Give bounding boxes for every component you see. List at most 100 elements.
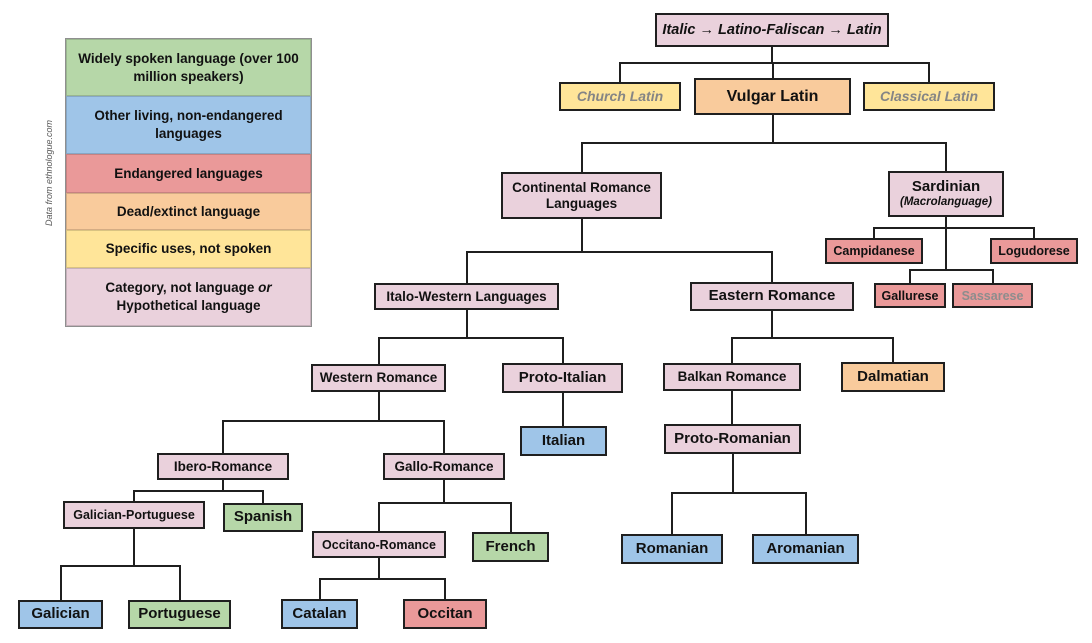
connector-line	[731, 338, 733, 363]
legend-item-widely-spoken: Widely spoken language (over 100 million…	[66, 39, 311, 96]
node-label: Dalmatian	[857, 367, 929, 385]
node-label: Occitan	[417, 604, 473, 622]
node-sardinian: Sardinian(Macrolanguage)	[888, 171, 1004, 217]
legend-label-part: Hypothetical language	[116, 298, 261, 313]
connector-line	[771, 47, 773, 63]
connector-line	[443, 421, 445, 453]
connector-line	[60, 566, 62, 600]
node-church-latin: Church Latin	[559, 82, 681, 111]
node-french: French	[472, 532, 549, 562]
connector-line	[772, 115, 774, 143]
node-spanish: Spanish	[223, 503, 303, 532]
connector-line	[1033, 228, 1035, 238]
legend-item-category-hypothetical: Category, not language or Hypothetical l…	[66, 268, 311, 326]
node-gallurese: Gallurese	[874, 283, 946, 308]
node-label: Gallurese	[881, 288, 939, 303]
connector-line	[133, 529, 135, 566]
node-label: Italic → Latino-Faliscan → Latin	[662, 21, 882, 38]
connector-line	[731, 391, 733, 424]
connector-line	[222, 421, 224, 453]
legend-item-dead-extinct: Dead/extinct language	[66, 193, 311, 230]
node-galician-portuguese: Galician-Portuguese	[63, 501, 205, 529]
node-label: Romanian	[635, 539, 709, 557]
node-aromanian: Aromanian	[752, 534, 859, 564]
connector-line	[262, 491, 264, 503]
node-label: Portuguese	[138, 605, 221, 623]
node-gallo-romance: Gallo-Romance	[383, 453, 505, 480]
legend-item-other-living: Other living, non-endangered languages	[66, 96, 311, 154]
connector-line	[771, 311, 773, 338]
node-occitan: Occitan	[403, 599, 487, 629]
connector-line	[805, 493, 807, 534]
node-label: Italian	[541, 431, 586, 449]
connector-line	[945, 143, 947, 171]
connector-line	[133, 491, 135, 501]
connector-line	[562, 338, 564, 363]
connector-line	[671, 492, 807, 494]
node-sublabel: (Macrolanguage)	[899, 196, 992, 209]
legend-label-part: Dead/extinct language	[116, 203, 261, 219]
connector-line	[671, 493, 673, 534]
connector-line	[222, 420, 445, 422]
legend-item-label: Dead/extinct language	[117, 203, 260, 221]
legend-item-label: Category, not language or Hypothetical l…	[76, 279, 301, 314]
node-label: Spanish	[233, 508, 293, 526]
legend-item-label: Other living, non-endangered languages	[76, 107, 301, 142]
node-continental-romance: Continental Romance Languages	[501, 172, 662, 219]
node-latin: Italic → Latino-Faliscan → Latin	[655, 13, 889, 47]
node-label: Sassarese	[961, 288, 1024, 303]
node-label: Campidanese	[833, 244, 915, 258]
connector-line	[133, 490, 264, 492]
connector-line	[378, 502, 512, 504]
node-italo-western: Italo-Western Languages	[374, 283, 559, 310]
legend-item-endangered: Endangered languages	[66, 154, 311, 193]
node-label: Eastern Romance	[708, 287, 836, 305]
connector-line	[510, 503, 512, 532]
connector-line	[909, 270, 911, 283]
connector-line	[377, 337, 564, 339]
node-label: Proto-Romanian	[674, 429, 791, 447]
node-label: Church Latin	[576, 87, 664, 104]
connector-line	[319, 579, 321, 599]
node-occitano-romance: Occitano-Romance	[312, 531, 446, 558]
legend-label-part: Widely spoken language (over 100 million…	[78, 50, 299, 84]
node-proto-romanian: Proto-Romanian	[664, 424, 801, 454]
node-label: Occitano-Romance	[322, 537, 436, 552]
node-label: Proto-Italian	[518, 368, 607, 386]
node-label: Sardinian	[911, 177, 981, 195]
node-label: Logudorese	[998, 244, 1070, 258]
node-label: Italo-Western Languages	[386, 288, 547, 304]
node-label: Classical Latin	[879, 87, 979, 104]
connector-line	[581, 219, 583, 252]
legend: Widely spoken language (over 100 million…	[65, 38, 312, 327]
connector-line	[378, 338, 380, 364]
connector-line	[909, 269, 994, 271]
connector-line	[945, 217, 947, 270]
connector-line	[222, 480, 224, 491]
legend-item-specific-uses: Specific uses, not spoken	[66, 230, 311, 268]
legend-label-italic-part: or	[258, 280, 272, 296]
legend-item-label: Endangered languages	[114, 165, 263, 183]
node-label: Western Romance	[319, 370, 438, 386]
connector-line	[619, 62, 930, 64]
node-proto-italian: Proto-Italian	[502, 363, 623, 393]
connector-line	[465, 251, 773, 253]
node-label: Catalan	[292, 604, 347, 622]
node-label: French	[485, 537, 536, 555]
legend-item-label: Specific uses, not spoken	[106, 240, 272, 258]
connector-line	[731, 337, 894, 339]
legend-label-part: Other living, non-endangered languages	[94, 108, 283, 141]
connector-line	[772, 63, 774, 78]
connector-line	[562, 393, 564, 426]
connector-line	[318, 578, 446, 580]
node-portuguese: Portuguese	[128, 600, 231, 629]
legend-label-part: Endangered languages	[114, 165, 263, 181]
attribution-text: Data from ethnologue.com	[44, 119, 54, 226]
connector-line	[892, 338, 894, 362]
node-romanian: Romanian	[621, 534, 723, 564]
legend-item-label: Widely spoken language (over 100 million…	[76, 50, 301, 85]
connector-line	[928, 63, 930, 82]
connector-line	[466, 310, 468, 338]
node-italian: Italian	[520, 426, 607, 456]
node-label: Galician-Portuguese	[73, 508, 195, 522]
